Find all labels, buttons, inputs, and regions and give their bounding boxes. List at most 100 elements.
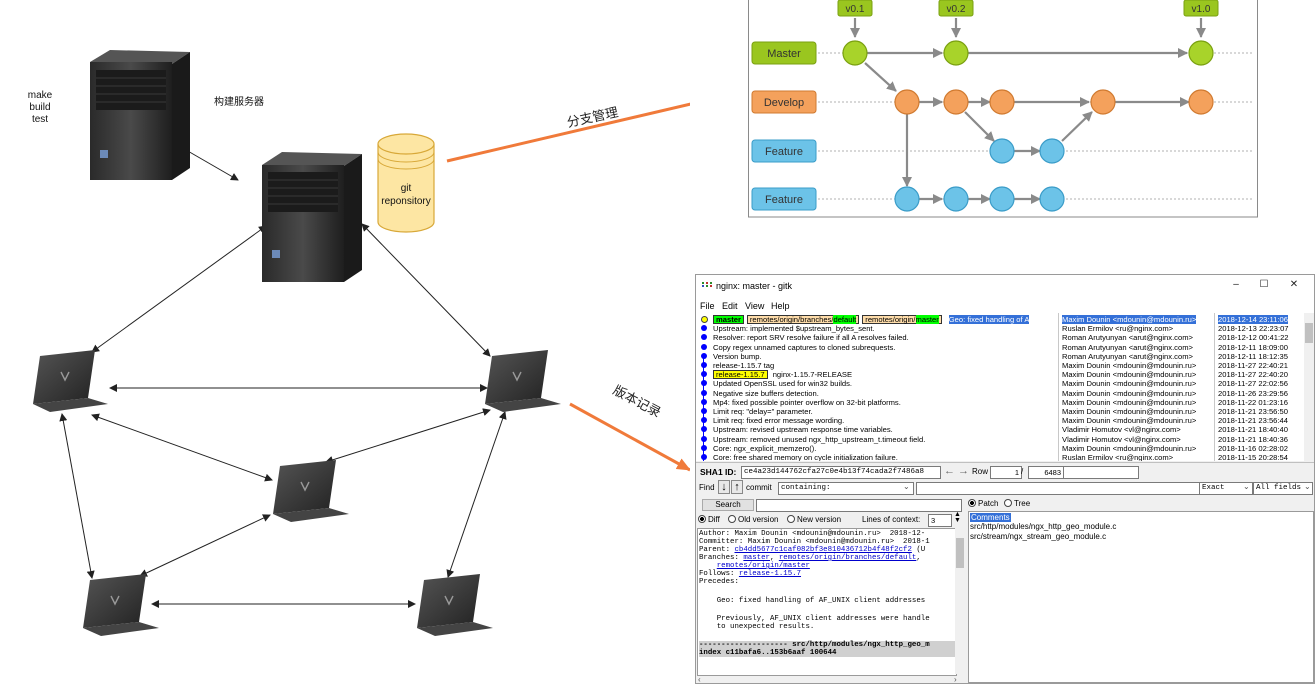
- menu-help[interactable]: Help: [771, 301, 790, 311]
- lane-feature-2-label: Feature: [765, 194, 803, 206]
- new-version-radio[interactable]: New version: [787, 515, 841, 524]
- menu-file[interactable]: File: [700, 301, 715, 311]
- lane-master-label: Master: [767, 48, 801, 60]
- find-type[interactable]: commit: [746, 483, 772, 492]
- branch-model-diagram: Master Develop Feature Feature v0.1 v0.2…: [748, 0, 1258, 218]
- search-button[interactable]: Search: [702, 499, 754, 511]
- file-item[interactable]: src/http/modules/ngx_http_geo_module.c: [970, 522, 1117, 531]
- commit-row[interactable]: Updated OpenSSL used for win32 builds.Ma…: [696, 379, 1296, 388]
- file-item[interactable]: src/stream/ngx_stream_geo_module.c: [970, 532, 1107, 541]
- feature-commit: [894, 186, 920, 212]
- file-item-comments[interactable]: Comments: [970, 513, 1011, 522]
- master-commit: [842, 40, 868, 66]
- commit-node-icon: [701, 343, 707, 350]
- commit-row[interactable]: Version bump. Roman Arutyunyan <arut@ngin…: [696, 352, 1296, 361]
- diff-scrollbar[interactable]: [955, 528, 965, 674]
- find-fields-select[interactable]: All fields: [1253, 482, 1313, 495]
- commit-node-icon: [701, 444, 707, 451]
- commit-node-icon: [701, 398, 707, 405]
- lane-feature-1-label: Feature: [765, 146, 803, 158]
- commit-author: Maxim Dounin <mdounin@mdounin.ru>: [1062, 388, 1197, 398]
- head-ref: master: [713, 315, 744, 324]
- find-exact-select[interactable]: Exact: [1199, 482, 1253, 495]
- patch-radio[interactable]: Patch: [968, 499, 998, 508]
- close-icon[interactable]: ✕: [1289, 279, 1299, 290]
- commit-row[interactable]: Limit req: "delay=" parameter.Maxim Doun…: [696, 407, 1296, 416]
- find-mode-select[interactable]: containing:: [778, 482, 914, 495]
- commit-subject: Core: ngx_explicit_memzero().: [713, 443, 817, 453]
- feature-commit: [943, 186, 969, 212]
- maximize-icon[interactable]: ☐: [1259, 279, 1269, 290]
- commit-author: Maxim Dounin <mdounin@mdounin.ru>: [1062, 416, 1197, 426]
- build-label-3: test: [32, 114, 48, 125]
- laptop-icon: [417, 574, 493, 636]
- commit-subject: release-1.15.7 tag: [713, 361, 775, 370]
- commit-date: 2018-11-22 01:23:16: [1218, 397, 1288, 407]
- search-input[interactable]: [756, 499, 962, 512]
- chevron-down-icon[interactable]: ⌄: [1304, 482, 1311, 491]
- commit-date: 2018-12-13 22:23:07: [1218, 324, 1289, 334]
- commit-author: Maxim Dounin <mdounin@mdounin.ru>: [1062, 315, 1197, 324]
- commit-row[interactable]: Upstream: removed unused ngx_http_upstre…: [696, 435, 1296, 444]
- commit-row[interactable]: Upstream: implemented $upstream_bytes_se…: [696, 324, 1296, 333]
- branch-link-default[interactable]: remotes/origin/branches/default: [778, 554, 917, 562]
- spinner-arrows-icon[interactable]: ▲▼: [954, 511, 961, 524]
- find-up-icon[interactable]: ↑: [731, 480, 743, 494]
- commit-scrollbar[interactable]: [1304, 313, 1314, 461]
- commit-row[interactable]: Core: free shared memory on cycle initia…: [696, 453, 1296, 461]
- commit-node-icon: [701, 454, 707, 460]
- chevron-down-icon[interactable]: ⌄: [903, 482, 910, 491]
- infrastructure-diagram: make build test 构建服务器 git reponsitory 分支…: [28, 50, 690, 636]
- menu-view[interactable]: View: [745, 301, 765, 311]
- scroll-right-icon[interactable]: ›: [954, 675, 957, 684]
- commit-author: Roman Arutyunyan <arut@nginx.com>: [1062, 351, 1193, 361]
- minimize-icon[interactable]: –: [1233, 279, 1239, 290]
- commit-row[interactable]: Limit req: fixed error message wording.M…: [696, 416, 1296, 425]
- chevron-down-icon[interactable]: ⌄: [1243, 482, 1250, 491]
- commit-subject: Upstream: revised upstream response time…: [713, 425, 893, 435]
- old-version-radio[interactable]: Old version: [728, 515, 778, 524]
- commit-subject: Version bump.: [713, 351, 762, 361]
- find-down-icon[interactable]: ↓: [718, 480, 730, 494]
- find-label: Find: [699, 483, 715, 492]
- commit-row[interactable]: Negative size buffers detection.Maxim Do…: [696, 389, 1296, 398]
- scroll-left-icon[interactable]: ‹: [698, 675, 701, 684]
- forward-arrow-icon[interactable]: →: [958, 465, 969, 477]
- commit-row[interactable]: Upstream: revised upstream response time…: [696, 425, 1296, 434]
- back-arrow-icon[interactable]: ←: [944, 465, 955, 477]
- find-input[interactable]: [916, 482, 1200, 495]
- commit-row[interactable]: Core: ngx_explicit_memzero().Maxim Douni…: [696, 444, 1296, 453]
- sha-label: SHA1 ID:: [700, 467, 737, 477]
- branch-link-origin-master[interactable]: remotes/origin/master: [716, 562, 810, 570]
- follows-link[interactable]: release-1.15.7: [738, 570, 802, 578]
- parent-link[interactable]: cb4dd5677c1caf082bf3e810436712b4f48f2cf2: [734, 546, 912, 554]
- commit-node-icon: [701, 435, 707, 442]
- build-label-1: make: [28, 90, 53, 101]
- file-list: Comments src/http/modules/ngx_http_geo_m…: [968, 511, 1314, 683]
- commit-date: 2018-12-12 00:41:22: [1218, 333, 1289, 343]
- build-server-label: 构建服务器: [214, 95, 264, 108]
- build-label-2: build: [29, 102, 50, 113]
- context-label: Lines of context:: [862, 515, 921, 524]
- title-bar: nginx: master - gitk – ☐ ✕: [696, 275, 1314, 299]
- commit-row[interactable]: Resolver: report SRV resolve failure if …: [696, 333, 1296, 342]
- row-total: 6483: [1028, 466, 1064, 479]
- diff-pane: Search Diff Old version New version Line…: [696, 497, 966, 683]
- branch-link-master[interactable]: master: [743, 554, 770, 562]
- commit-row[interactable]: Mp4: fixed possible pointer overflow on …: [696, 398, 1296, 407]
- commit-author: Vladimir Homutov <vl@nginx.com>: [1062, 434, 1181, 444]
- progress-field: [1063, 466, 1139, 479]
- diff-radio[interactable]: Diff: [698, 515, 720, 524]
- commit-date: 2018-11-21 18:40:40: [1218, 425, 1288, 435]
- context-spinner[interactable]: 3: [928, 514, 952, 527]
- sha-input[interactable]: ce4a23d144762cfa27c0e4b13f74cada2f7486a8: [741, 466, 941, 479]
- tree-radio[interactable]: Tree: [1004, 499, 1030, 508]
- commit-node-icon: [701, 352, 707, 359]
- commit-row[interactable]: Copy regex unnamed captures to cloned su…: [696, 343, 1296, 352]
- svg-text:v0.1: v0.1: [846, 4, 865, 15]
- menu-edit[interactable]: Edit: [722, 301, 738, 311]
- commit-author: Vladimir Homutov <vl@nginx.com>: [1062, 425, 1181, 435]
